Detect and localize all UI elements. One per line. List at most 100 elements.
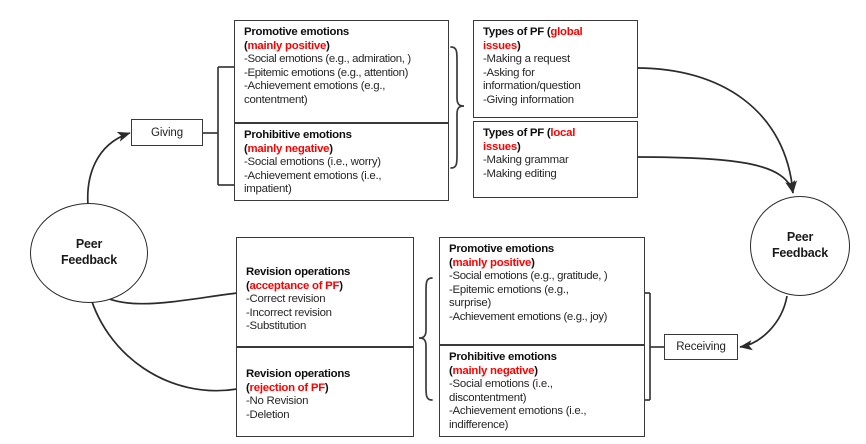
card-subheading: (mainly negative) — [449, 365, 637, 379]
label-line-1: Peer — [75, 237, 103, 252]
card-heading: Revision operations — [246, 266, 351, 278]
list-item: -Social emotions (i.e., worry) — [244, 156, 381, 169]
list-item: -Achievement emotions (i.e., — [244, 169, 382, 182]
heading-emphasis-2: issues — [483, 39, 517, 52]
heading-prefix: Types of PF ( — [483, 26, 551, 38]
card-heading: Prohibitive emotions — [449, 351, 557, 363]
brace-emotions-to-revision — [418, 277, 433, 401]
paren-open: ( — [449, 364, 453, 377]
card-body: Types of PF (local issues) -Making gramm… — [474, 122, 637, 185]
list-item: indifference) — [449, 418, 509, 431]
paren-close: ) — [516, 140, 521, 153]
subheading-emphasis: mainly positive — [452, 256, 532, 269]
heading-prefix: Types of PF ( — [483, 127, 551, 139]
list-item: -Incorrect revision — [246, 306, 332, 319]
node-peer-feedback-left[interactable]: Peer Feedback — [30, 203, 148, 303]
card-body: Promotive emotions (mainly positive) -So… — [235, 21, 448, 111]
card-giving-prohibitive-emotions[interactable]: Prohibitive emotions (mainly negative) -… — [234, 123, 449, 201]
paren-open: ( — [246, 381, 250, 394]
card-giving-promotive-emotions[interactable]: Promotive emotions (mainly positive) -So… — [234, 20, 449, 123]
list-item: -No Revision — [246, 395, 309, 408]
paren-open: ( — [244, 142, 248, 155]
list-item: contentment) — [244, 93, 308, 106]
heading-emphasis: local — [550, 127, 576, 139]
card-types-of-pf-local[interactable]: Types of PF (local issues) -Making gramm… — [473, 121, 638, 198]
card-receiving-promotive-emotions[interactable]: Promotive emotions (mainly positive) -So… — [439, 237, 645, 345]
card-subheading: (mainly positive) — [244, 40, 441, 54]
node-receiving[interactable]: Receiving — [664, 334, 738, 360]
paren-close: ) — [324, 381, 329, 394]
list-item: -Social emotions (i.e., — [449, 378, 553, 391]
paren-close: ) — [339, 279, 343, 292]
list-item: -Deletion — [246, 408, 290, 421]
list-item: -Making editing — [483, 167, 557, 180]
card-heading: Prohibitive emotions — [244, 129, 352, 141]
list-item: impatient) — [244, 183, 292, 196]
list-item: discontentment) — [449, 391, 527, 404]
list-item: -Social emotions (e.g., gratitude, ) — [449, 270, 608, 283]
card-subheading: (rejection of PF) — [246, 382, 406, 396]
list-item: -Epitemic emotions (e.g., attention) — [244, 66, 409, 79]
peer-feedback-right-label: Peer Feedback — [772, 230, 828, 261]
giving-label: Giving — [151, 126, 183, 139]
edge-pfglobal-to-peerfeedback — [636, 67, 798, 194]
card-body: Prohibitive emotions (mainly negative) -… — [440, 346, 644, 436]
list-item: information/question — [483, 80, 581, 93]
edge-rejection-to-peerfeedback — [85, 287, 238, 392]
node-giving[interactable]: Giving — [131, 119, 203, 146]
label-line-1: Peer — [786, 230, 814, 245]
subheading-emphasis: mainly negative — [452, 364, 535, 377]
list-item: -Asking for — [483, 66, 535, 79]
paren-close: ) — [329, 142, 333, 155]
paren-close: ) — [534, 364, 538, 377]
card-body: Promotive emotions (mainly positive) -So… — [440, 238, 644, 328]
list-item: -Making grammar — [483, 154, 569, 167]
list-item: -Achievement emotions (i.e., — [449, 405, 587, 418]
list-item: -Epitemic emotions (e.g., — [449, 283, 569, 296]
list-item: -Achievement emotions (e.g., joy) — [449, 310, 608, 323]
card-types-of-pf-global[interactable]: Types of PF (global issues) -Making a re… — [473, 20, 638, 118]
card-heading: Types of PF (global — [483, 26, 630, 40]
node-peer-feedback-right[interactable]: Peer Feedback — [750, 196, 850, 296]
paren-close: ) — [531, 256, 535, 269]
subheading-emphasis: rejection of PF — [249, 381, 326, 394]
list-item: -Achievement emotions (e.g., — [244, 80, 386, 93]
peer-feedback-left-label: Peer Feedback — [61, 237, 117, 268]
heading-emphasis-2: issues — [483, 140, 517, 153]
edge-peerfeedback-to-receiving — [739, 295, 788, 351]
label-line-2: Feedback — [771, 246, 829, 260]
card-subheading: (mainly negative) — [244, 143, 441, 157]
card-revision-rejection[interactable]: Revision operations (rejection of PF) -N… — [236, 347, 414, 437]
paren-open: ( — [246, 279, 250, 292]
list-item: -Making a request — [483, 53, 570, 66]
list-item: -Substitution — [246, 320, 307, 333]
card-subheading: (acceptance of PF) — [246, 280, 406, 294]
list-item: -Social emotions (e.g., admiration, ) — [244, 53, 411, 66]
paren-open: ( — [449, 256, 453, 269]
subheading-emphasis: acceptance of PF — [249, 279, 340, 292]
card-body: Types of PF (global issues) -Making a re… — [474, 21, 637, 111]
card-subheading: (mainly positive) — [449, 257, 637, 271]
list-item: -Correct revision — [246, 293, 326, 306]
subheading-emphasis: mainly positive — [247, 39, 327, 52]
card-heading: Promotive emotions — [449, 243, 554, 255]
card-body: Revision operations (acceptance of PF) -… — [237, 238, 413, 338]
list-item: surprise) — [449, 297, 492, 310]
edge-pflocal-to-peerfeedback — [636, 156, 796, 194]
card-heading: Promotive emotions — [244, 26, 349, 38]
card-heading-2: issues) — [483, 40, 630, 54]
card-heading: Revision operations — [246, 368, 351, 380]
edge-peerfeedback-to-giving — [86, 131, 131, 206]
brace-emotions-to-pf — [450, 46, 465, 169]
paren-close: ) — [326, 39, 330, 52]
paren-close: ) — [516, 39, 521, 52]
paren-open: ( — [244, 39, 248, 52]
card-revision-acceptance[interactable]: Revision operations (acceptance of PF) -… — [236, 237, 414, 347]
card-receiving-prohibitive-emotions[interactable]: Prohibitive emotions (mainly negative) -… — [439, 345, 645, 437]
card-heading: Types of PF (local — [483, 127, 630, 141]
card-body: Prohibitive emotions (mainly negative) -… — [235, 124, 448, 201]
card-body: Revision operations (rejection of PF) -N… — [237, 348, 413, 426]
card-heading-2: issues) — [483, 141, 630, 155]
receiving-label: Receiving — [676, 341, 726, 353]
